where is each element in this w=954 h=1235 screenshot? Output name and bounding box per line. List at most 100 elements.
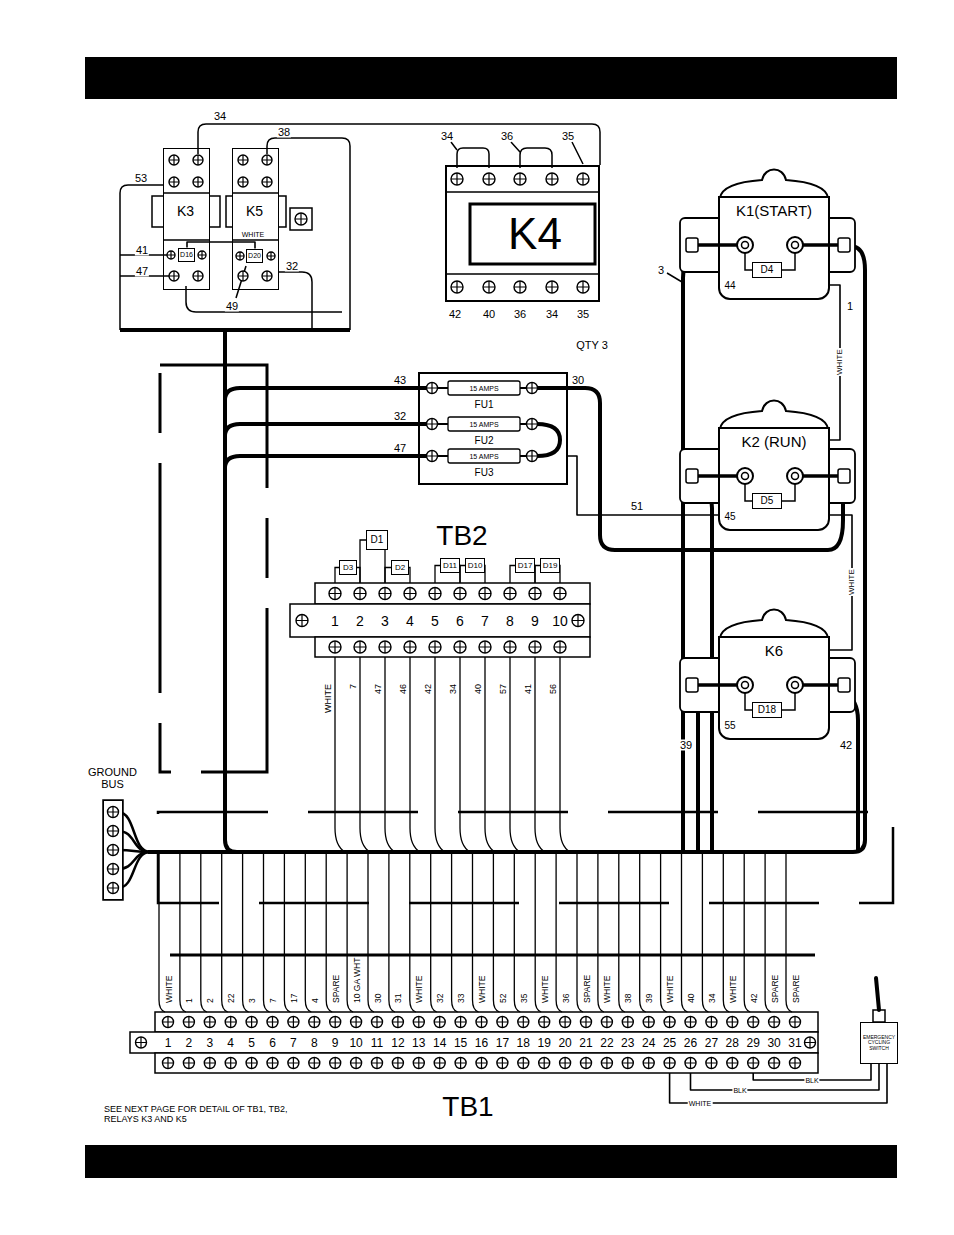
diode-label: D2 (395, 564, 405, 572)
terminal-number: 9 (531, 614, 539, 628)
wire-connector (568, 456, 718, 515)
screw-slot (427, 419, 438, 430)
screw-slot (685, 1058, 696, 1069)
screw-head (136, 1037, 147, 1048)
switch-label: EMERGENCY CYCLING SWITCH (861, 1035, 897, 1052)
signal-wire (493, 852, 499, 1012)
terminal-number: 7 (290, 1037, 297, 1049)
screw-slot (483, 173, 495, 185)
terminal-screw (429, 588, 441, 600)
screw-head (560, 1058, 571, 1069)
wire-number: 38 (277, 127, 291, 138)
bus-label: GROUND BUS (83, 765, 143, 789)
screw-head (727, 1058, 738, 1069)
wire-number: 49 (225, 301, 239, 312)
screw-head (404, 588, 416, 600)
wire-number: 32 (285, 261, 299, 272)
wire-number: SPARE (792, 974, 801, 1004)
screw-head (329, 641, 341, 653)
screw-head (330, 1058, 341, 1069)
signal-wire (460, 657, 470, 852)
screw-slot (193, 271, 203, 281)
screw-slot (262, 155, 272, 165)
signal-wire (284, 852, 290, 1012)
screw-head (330, 1017, 341, 1028)
signal-wire (682, 852, 688, 1012)
diode-box: D5 (752, 493, 782, 509)
terminal-number: 8 (506, 614, 514, 628)
wire-number: 7 (349, 683, 358, 690)
wire-number: 36 (500, 131, 514, 142)
wire-number: 30 (571, 375, 585, 386)
wire-number: 34 (213, 111, 227, 122)
signal-wire (180, 852, 186, 1012)
terminal-screw (225, 1017, 236, 1028)
screw-head (193, 155, 203, 165)
screw-head (622, 1058, 633, 1069)
fuse-body (448, 417, 520, 431)
screw-head (518, 1058, 529, 1069)
screw-slot (295, 213, 307, 225)
relay-box: K5D20 (232, 148, 279, 290)
wire-number: 44 (723, 281, 736, 291)
terminal-screw (108, 864, 119, 875)
signal-wire (410, 657, 420, 852)
signal-wire (335, 657, 345, 852)
screw-head (514, 281, 526, 293)
screw-head (706, 1058, 717, 1069)
terminal-screw (483, 281, 495, 293)
terminal-screw (727, 1058, 738, 1069)
screw-head (546, 281, 558, 293)
screw-head (539, 1058, 550, 1069)
wire-number: 53 (134, 173, 148, 184)
screw-head (267, 1017, 278, 1028)
terminal-screw (351, 1017, 362, 1028)
screw-head (246, 1017, 257, 1028)
terminal-number: 2 (186, 1037, 193, 1049)
screw-slot (351, 1017, 362, 1028)
stud (737, 237, 753, 253)
terminal-screw (664, 1058, 675, 1069)
screw-slot (455, 1017, 466, 1028)
terminal-screw (518, 1058, 529, 1069)
screw-slot (198, 251, 206, 259)
page-note: SEE NEXT PAGE FOR DETAIL OF TB1, TB2, RE… (103, 1104, 320, 1125)
screw-slot (434, 1017, 445, 1028)
terminal-screw (379, 588, 391, 600)
screw-slot (560, 1017, 571, 1028)
screw-head (601, 1017, 612, 1028)
screw-slot (706, 1058, 717, 1069)
wire-number: 39 (645, 993, 654, 1004)
wire-number: 39 (679, 740, 693, 751)
terminal-number: 1 (331, 614, 339, 628)
wire (198, 124, 600, 165)
coil-body (718, 427, 830, 457)
power-wire (225, 246, 865, 852)
screw-slot (238, 271, 248, 281)
terminal-number: 12 (391, 1037, 404, 1049)
wire-number: 31 (394, 993, 403, 1004)
wire-number: 3 (248, 997, 257, 1004)
terminal-screw (262, 155, 272, 165)
leader-line (451, 142, 583, 164)
terminal-number: 2 (356, 614, 364, 628)
screw-head (267, 1058, 278, 1069)
screw-head (354, 588, 366, 600)
thin-wires (120, 124, 682, 330)
terminal-screw (706, 1017, 717, 1028)
wire-number: 40 (482, 309, 496, 320)
relay-drawing (680, 610, 855, 741)
terminal-number: 20 (558, 1037, 571, 1049)
screw-head (664, 1017, 675, 1028)
screw-head (434, 1058, 445, 1069)
terminal-screw (476, 1017, 487, 1028)
screw-slot (518, 1058, 529, 1069)
signal-wire (368, 852, 374, 1012)
screw-head (372, 1058, 383, 1069)
terminal-number: 30 (767, 1037, 780, 1049)
wire-color-label: WHITE (241, 231, 266, 238)
stud-nut (742, 682, 749, 689)
screw-slot (483, 281, 495, 293)
screw-slot (643, 1058, 654, 1069)
